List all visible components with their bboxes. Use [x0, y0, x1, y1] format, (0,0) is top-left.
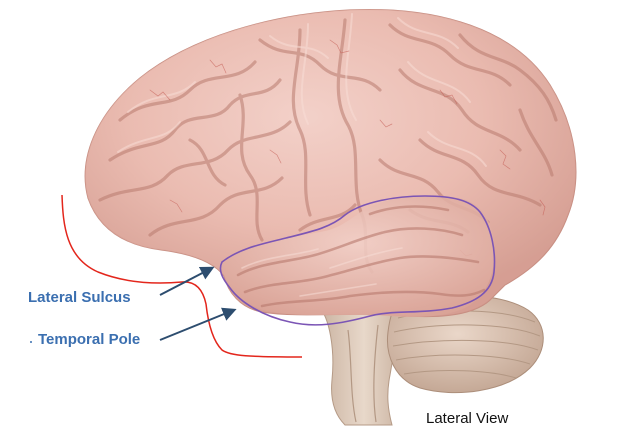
annotation-boundary-line — [61, 194, 303, 358]
temporal-lobe-outline — [219, 195, 496, 326]
temporal-lobe — [222, 195, 495, 317]
cerebellum — [386, 294, 544, 394]
temporal-pole-arrow-icon — [159, 307, 237, 341]
lateral-sulcus-arrow-icon — [159, 266, 215, 296]
lateral-sulcus-label: Lateral Sulcus — [28, 289, 131, 306]
temporal-pole-label: Temporal Pole — [38, 331, 141, 348]
bullet-dot — [30, 341, 32, 343]
view-caption: Lateral View — [426, 410, 509, 427]
